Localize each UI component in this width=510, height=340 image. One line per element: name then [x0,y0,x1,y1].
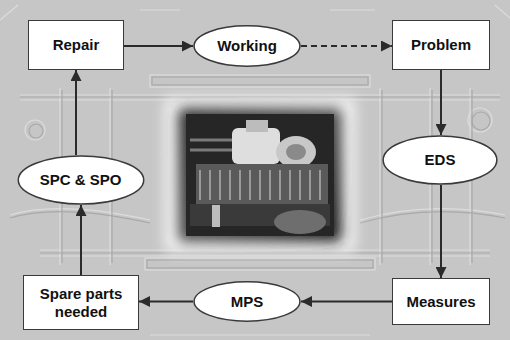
node-label: EDS [417,149,464,170]
node-label: Working [209,35,285,56]
state-ellipse: Working [193,25,301,67]
ellipse-shape [18,156,143,204]
state-ellipse: EDS [382,135,498,185]
embossed-machine-pattern [0,5,510,335]
node-label: MPS [223,291,272,312]
node-label: Problem [403,34,479,55]
state-ellipse: MPS [193,281,301,322]
process-box: Repair [28,20,124,70]
process-box: Spare parts needed [23,275,139,330]
node-label: Measures [398,291,483,312]
ellipse-shape [383,136,497,184]
flow-arrow [139,301,193,303]
flow-arrow [440,185,442,278]
node-label: Repair [45,34,108,55]
process-box: Measures [392,278,490,325]
process-box: Problem [392,20,490,70]
ellipse-shape [194,26,300,66]
flow-arrow [301,301,392,303]
flow-arrow [440,70,442,135]
node-label: Spare parts needed [24,283,138,322]
flow-arrow [80,205,82,275]
ellipse-shape [194,282,300,321]
state-ellipse: SPC & SPO [17,155,145,205]
dashed-arrow [301,45,392,47]
flow-arrow [124,45,193,47]
flow-arrow [75,70,77,155]
engine-photo [166,99,354,251]
node-label: SPC & SPO [32,169,130,190]
